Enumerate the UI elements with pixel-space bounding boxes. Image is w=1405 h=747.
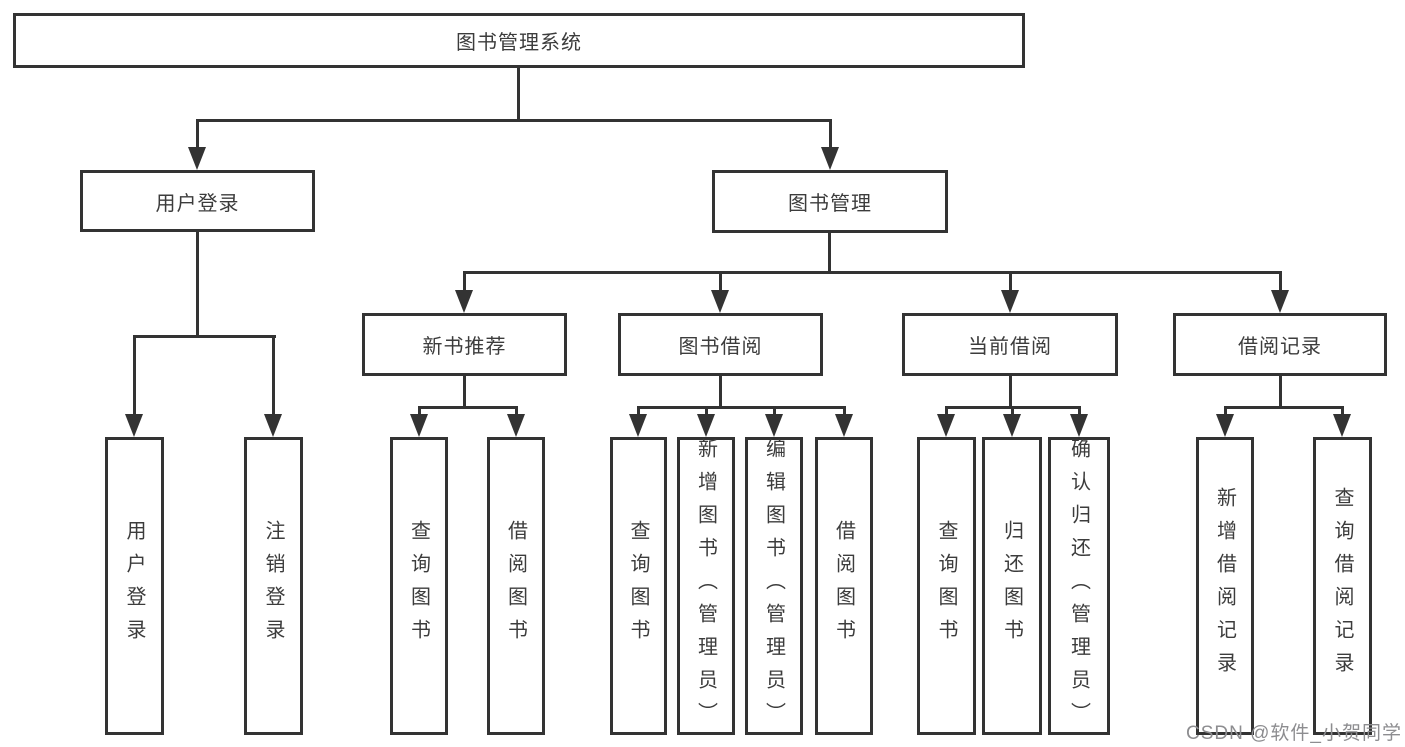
node-label: 查询图书 [407,520,430,652]
leaf-borrow-add-books-admin: 新增图书（管理员） [677,437,735,735]
arrowhead-down [1001,290,1019,313]
arrowhead-down [765,414,783,437]
connector-line [196,119,199,149]
node-root-library-system: 图书管理系统 [13,13,1025,68]
connector-line [1009,271,1012,293]
arrowhead-down [264,414,282,437]
connector-line [843,406,846,416]
node-label: 查询借阅记录 [1331,487,1353,685]
leaf-borrow-borrow-books: 借阅图书 [815,437,873,735]
leaf-records-add-record: 新增借阅记录 [1196,437,1254,735]
connector-line [463,271,466,293]
node-label: 新增图书（管理员） [694,437,717,735]
connector-line [272,335,275,417]
node-borrow-records: 借阅记录 [1173,313,1387,376]
connector-line [1279,271,1282,293]
arrowhead-down [629,414,647,437]
node-label: 借阅图书 [832,520,855,652]
node-label: 借阅图书 [504,520,527,652]
leaf-current-query-books: 查询图书 [917,437,976,735]
connector-line [1341,406,1344,416]
arrowhead-down [1216,414,1234,437]
arrowhead-down [711,290,729,313]
connector-line [719,376,722,409]
connector-line [418,406,421,416]
arrowhead-down [507,414,525,437]
connector-line [463,376,466,409]
leaf-records-query-record: 查询借阅记录 [1313,437,1372,735]
arrowhead-down [1070,414,1088,437]
connector-line [828,233,831,274]
node-label: 用户登录 [123,520,145,652]
connector-line [719,271,722,293]
node-label: 新增借阅记录 [1213,487,1236,685]
connector-line [196,119,832,122]
connector-line [945,406,948,416]
csdn-watermark: CSDN @软件_小贺同学 [1186,723,1402,744]
connector-line [637,406,640,416]
node-label: 借阅记录 [1238,336,1322,358]
connector-line [133,335,276,338]
node-user-login: 用户登录 [80,170,315,232]
connector-line [1011,406,1014,416]
arrowhead-down [835,414,853,437]
node-label: 编辑图书（管理员） [762,437,785,735]
connector-line [1224,406,1227,416]
connector-line [1009,376,1012,409]
arrowhead-down [821,147,839,170]
connector-line [637,406,846,409]
connector-line [418,406,518,409]
connector-line [515,406,518,416]
arrowhead-down [1271,290,1289,313]
connector-line [1078,406,1081,416]
node-label: 当前借阅 [968,336,1052,358]
arrowhead-down [1003,414,1021,437]
arrowhead-down [937,414,955,437]
node-current-borrow: 当前借阅 [902,313,1118,376]
node-label: 查询图书 [627,520,649,652]
arrowhead-down [188,147,206,170]
node-label: 查询图书 [935,520,957,652]
leaf-recommend-borrow-books: 借阅图书 [487,437,545,735]
node-label: 图书借阅 [678,336,763,358]
node-label: 用户登录 [155,192,240,215]
connector-line [133,335,136,417]
node-label: 新书推荐 [422,336,507,358]
node-label: 图书管理系统 [456,32,582,54]
leaf-borrow-query-books: 查询图书 [610,437,667,735]
connector-line [773,406,776,416]
connector-line [1224,406,1344,409]
connector-line [705,406,708,416]
arrowhead-down [1333,414,1351,437]
node-new-book-recommend: 新书推荐 [362,313,567,376]
connector-line [196,232,199,338]
leaf-user-login: 用户登录 [105,437,164,735]
leaf-recommend-query-books: 查询图书 [390,437,448,735]
node-book-management: 图书管理 [712,170,948,233]
leaf-current-return-books: 归还图书 [982,437,1042,735]
node-label: 归还图书 [1000,520,1023,652]
node-label: 图书管理 [788,193,872,215]
connector-line [829,119,832,149]
leaf-current-confirm-return-admin: 确认归还（管理员） [1048,437,1110,735]
leaf-logout: 注销登录 [244,437,303,735]
node-book-borrow: 图书借阅 [618,313,823,376]
arrowhead-down [410,414,428,437]
node-label: 注销登录 [262,520,284,652]
arrowhead-down [697,414,715,437]
leaf-borrow-edit-books-admin: 编辑图书（管理员） [745,437,803,735]
connector-line [517,68,520,122]
arrowhead-down [455,290,473,313]
arrowhead-down [125,414,143,437]
node-label: 确认归还（管理员） [1067,437,1090,735]
connector-line [463,271,1282,274]
connector-line [1279,376,1282,409]
